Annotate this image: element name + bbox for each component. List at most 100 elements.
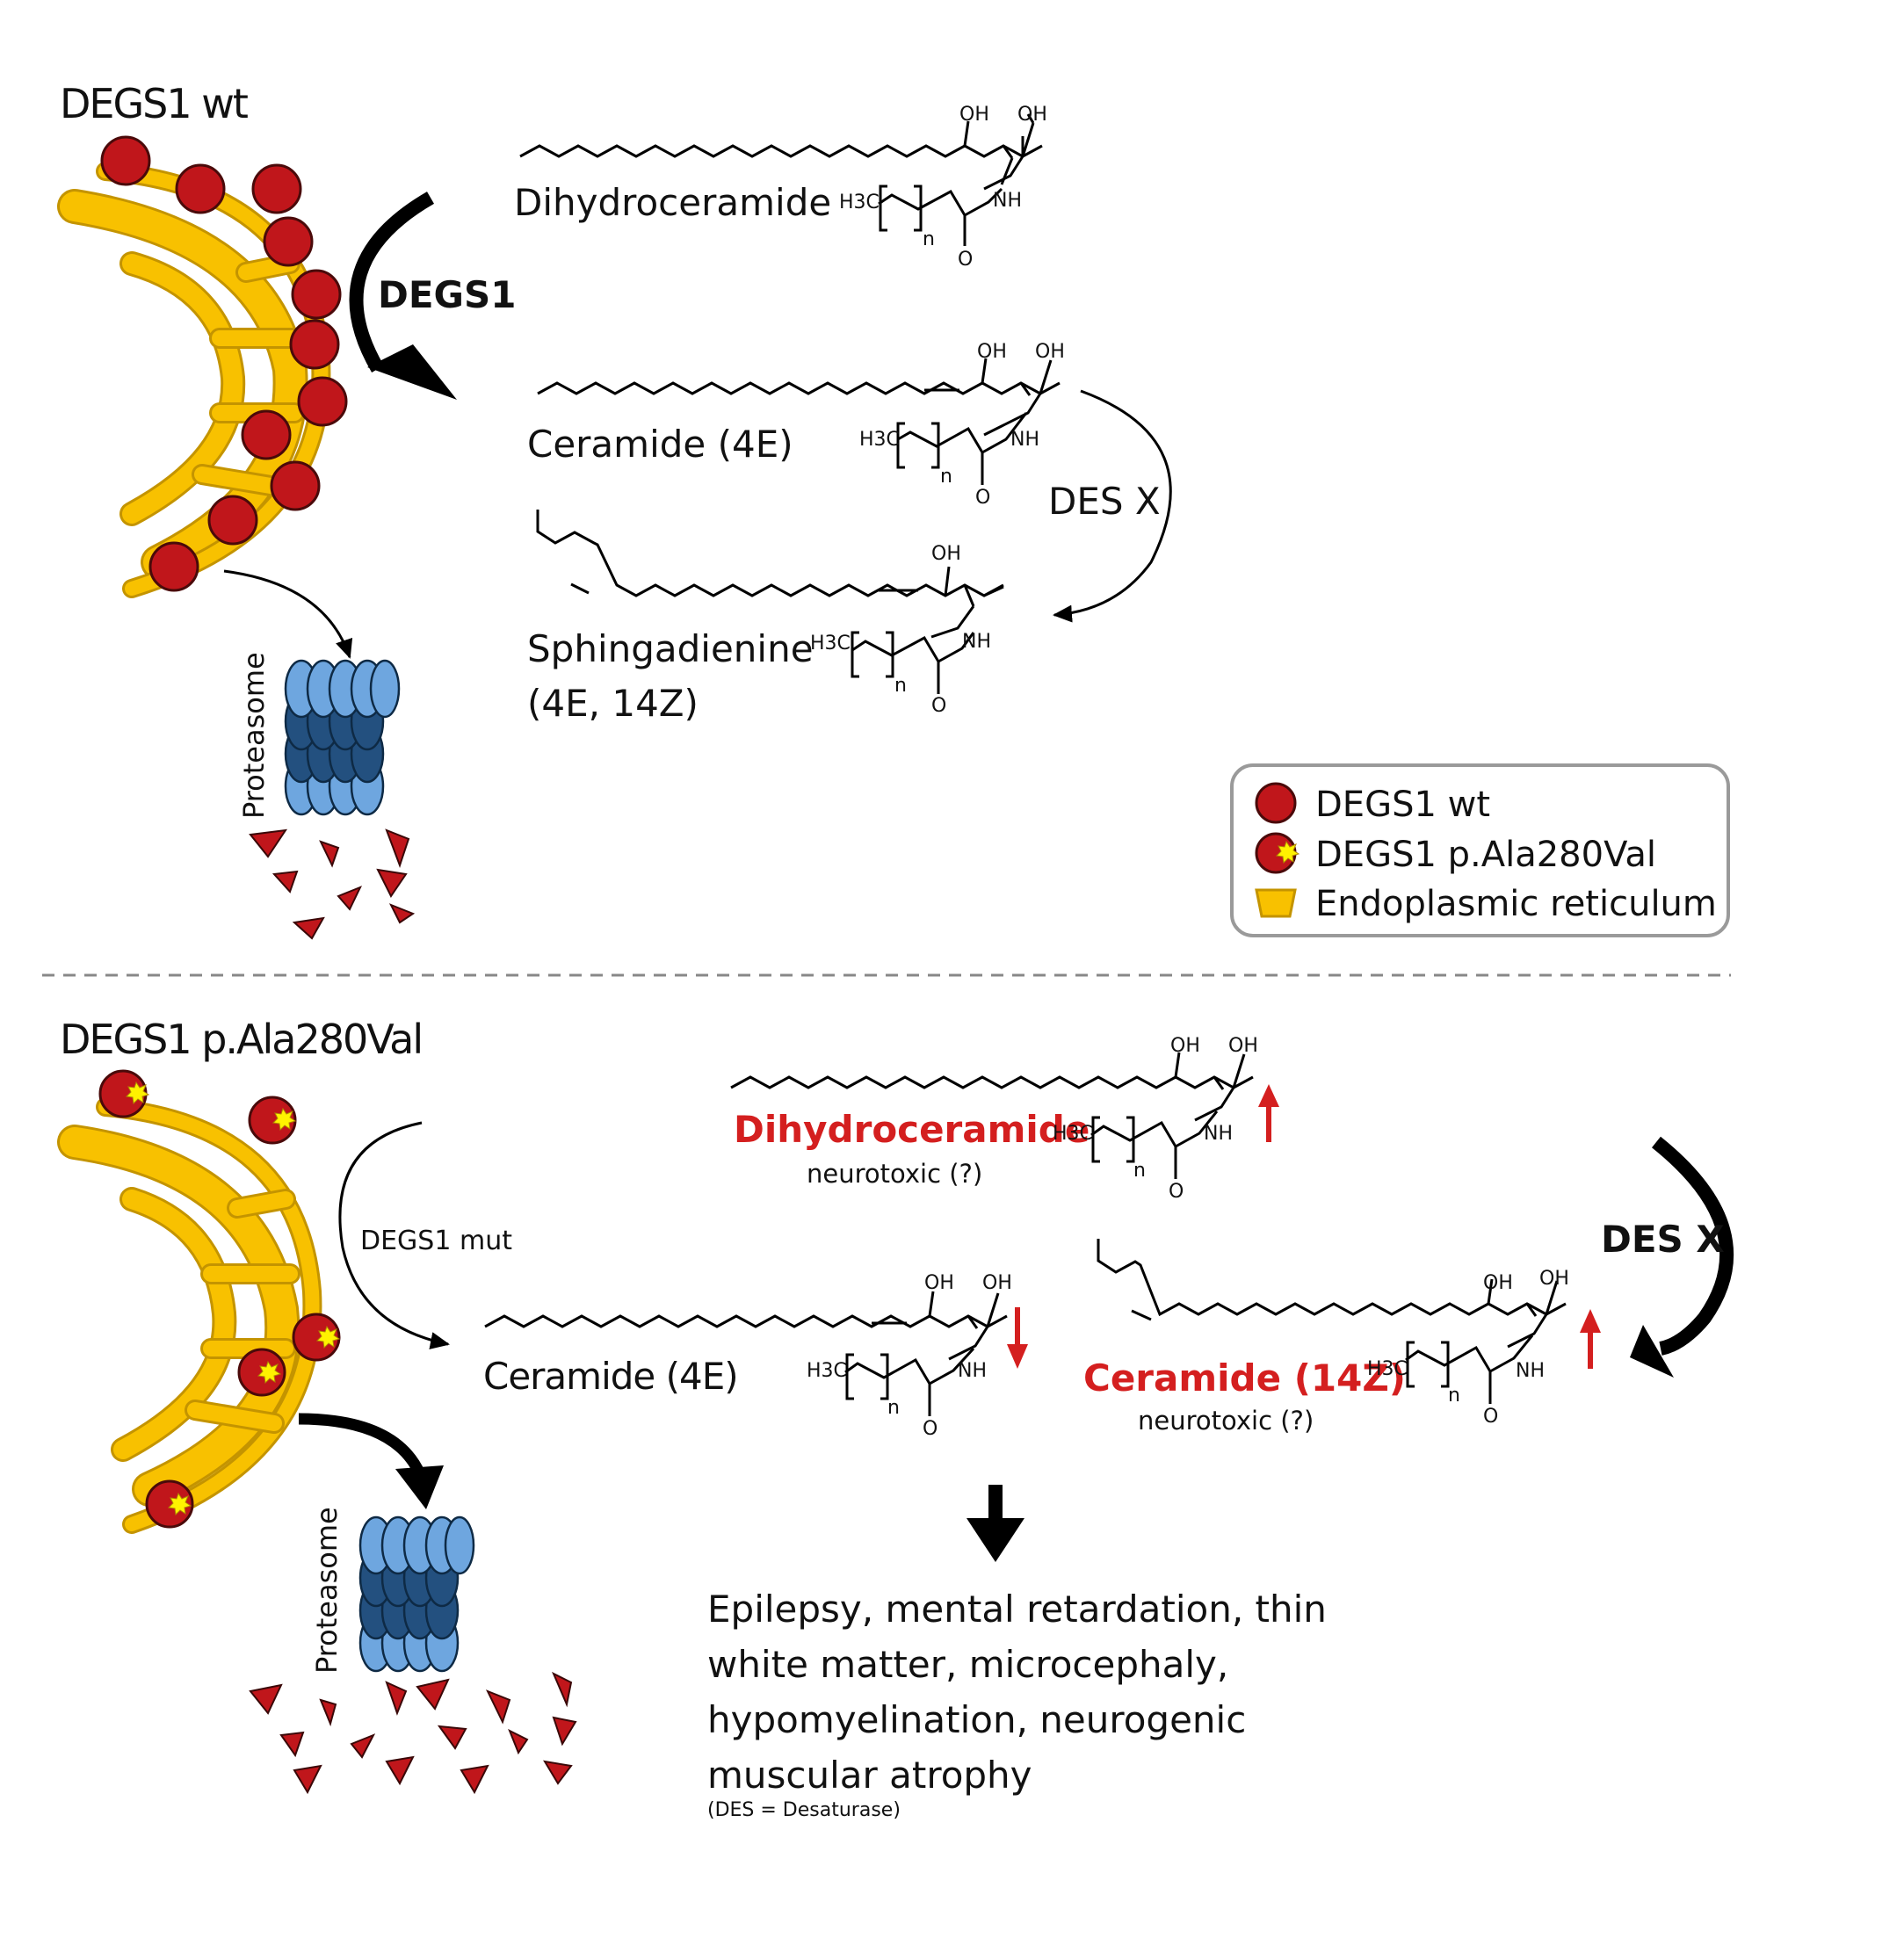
degs1-wt-protein xyxy=(100,135,151,186)
nh-label: NH xyxy=(1516,1360,1545,1382)
degs1-mut-protein xyxy=(248,1096,297,1145)
oh-label: OH xyxy=(1017,104,1047,126)
legend-item-er: Endoplasmic reticulum xyxy=(1249,879,1724,925)
legend-label: Endoplasmic reticulum xyxy=(1315,884,1717,924)
n-subscript: n xyxy=(894,675,907,697)
proteasome-bottom-icon xyxy=(358,1515,475,1673)
n-subscript: n xyxy=(940,466,952,488)
degs1-mut-protein xyxy=(145,1479,194,1529)
h3c-label: H3C xyxy=(807,1360,847,1382)
degs1-mut-proteins xyxy=(98,1069,341,1529)
n-subscript: n xyxy=(887,1397,900,1419)
oh-label: OH xyxy=(1035,341,1065,363)
degs1-mut-arrow xyxy=(338,1121,450,1349)
dihydroceramide-structure-bottom xyxy=(730,1052,1254,1179)
ceramide-4e-structure-top xyxy=(537,358,1061,485)
o-label: O xyxy=(923,1418,938,1440)
oh-label: OH xyxy=(1539,1268,1569,1290)
proteasome-top-icon xyxy=(284,659,401,816)
arrow-to-proteasome-bottom xyxy=(298,1413,425,1477)
desx-label-top: DES X xyxy=(1048,480,1161,523)
n-subscript: n xyxy=(923,228,935,250)
sphingadienine-structure xyxy=(536,510,1004,694)
er-bottom xyxy=(57,1097,322,1534)
red-circle-icon xyxy=(1255,782,1297,824)
degs1-wt-protein xyxy=(148,541,199,592)
mut-section-title: DEGS1 p.Ala280Val xyxy=(60,1016,424,1063)
oh-label: OH xyxy=(959,104,989,126)
red-circle-with-star-icon xyxy=(1255,832,1300,874)
ceramide-4e-label-bottom: Ceramide (4E) xyxy=(483,1355,739,1398)
legend: DEGS1 wt DEGS1 p.Ala280Val Endoplasmic r… xyxy=(1230,763,1730,937)
yellow-er-shape-icon xyxy=(1255,888,1297,918)
decrease-arrow-ceramide-4e xyxy=(1007,1307,1028,1369)
dihydroceramide-label-bottom: Dihydroceramide xyxy=(734,1108,1090,1151)
h3c-label: H3C xyxy=(810,633,851,655)
degs1-mut-protein xyxy=(292,1313,341,1362)
degs1-wt-protein xyxy=(175,163,226,214)
oh-label: OH xyxy=(924,1272,954,1294)
arrow-to-proteasome-top xyxy=(223,569,353,659)
degs1-wt-protein xyxy=(251,163,302,214)
oh-label: OH xyxy=(1483,1272,1513,1294)
protein-fragments-bottom xyxy=(249,1671,577,1795)
oh-label: OH xyxy=(931,543,961,565)
desx-arrow-top xyxy=(1053,389,1172,623)
dihydroceramide-note: neurotoxic (?) xyxy=(807,1159,983,1189)
des-footnote: (DES = Desaturase) xyxy=(707,1799,901,1821)
oh-label: OH xyxy=(1228,1035,1258,1057)
ceramide-4e-label-top: Ceramide (4E) xyxy=(527,423,793,466)
desx-arrow-bottom xyxy=(1652,1136,1734,1356)
ceramide-14z-note: neurotoxic (?) xyxy=(1138,1406,1314,1436)
outcome-arrow xyxy=(966,1485,1024,1562)
degs1-wt-protein xyxy=(291,269,342,320)
ceramide-14z-label: Ceramide (14Z) xyxy=(1083,1356,1406,1400)
nh-label: NH xyxy=(962,631,991,653)
legend-label: DEGS1 p.Ala280Val xyxy=(1315,835,1656,875)
protein-fragments-top xyxy=(249,828,416,940)
n-subscript: n xyxy=(1133,1160,1146,1182)
oh-label: OH xyxy=(982,1272,1012,1294)
legend-item-degs1-wt: DEGS1 wt xyxy=(1249,780,1724,826)
clinical-outcome: Epilepsy, mental retardation, thin white… xyxy=(707,1588,1327,1797)
o-label: O xyxy=(958,249,974,271)
degs1-wt-proteins xyxy=(100,135,348,592)
sphingadienine-label-line1: Sphingadienine xyxy=(527,627,814,670)
proteasome-label-top: Proteasome xyxy=(237,652,271,819)
desx-arrowhead-bottom xyxy=(1630,1325,1674,1378)
dihydroceramide-structure-top xyxy=(519,113,1043,246)
nh-label: NH xyxy=(958,1360,987,1382)
ceramide-4e-structure-bottom xyxy=(484,1291,1008,1416)
degs1-wt-protein xyxy=(297,376,348,427)
proteasome-label-bottom: Proteasome xyxy=(310,1507,344,1674)
desx-label-bottom: DES X xyxy=(1601,1218,1725,1261)
nh-label: NH xyxy=(1010,429,1039,451)
legend-label: DEGS1 wt xyxy=(1315,785,1491,825)
wt-section-title: DEGS1 wt xyxy=(60,80,249,127)
degs1-arrowhead xyxy=(367,344,457,400)
degs1-enzyme-label: DEGS1 xyxy=(378,273,517,316)
h3c-label: H3C xyxy=(1053,1123,1093,1145)
degs1-wt-protein xyxy=(289,319,340,370)
arrowhead-proteasome-bottom xyxy=(395,1465,444,1509)
increase-arrow-ceramide-14z xyxy=(1580,1309,1601,1369)
nh-label: NH xyxy=(1204,1123,1233,1145)
o-label: O xyxy=(931,695,947,717)
n-subscript: n xyxy=(1448,1385,1460,1407)
legend-item-degs1-mut: DEGS1 p.Ala280Val xyxy=(1249,830,1724,876)
increase-arrow-dihydroceramide xyxy=(1258,1084,1279,1142)
oh-label: OH xyxy=(977,341,1007,363)
h3c-label: H3C xyxy=(859,429,900,451)
h3c-label: H3C xyxy=(1367,1358,1408,1380)
o-label: O xyxy=(975,487,991,509)
nh-label: NH xyxy=(993,190,1022,212)
degs1-wt-protein xyxy=(207,495,258,546)
degs1-wt-protein xyxy=(263,216,314,267)
degs1-wt-protein xyxy=(270,460,321,511)
oh-label: OH xyxy=(1170,1035,1200,1057)
ceramide-14z-structure xyxy=(1097,1239,1567,1404)
degs1-mut-label: DEGS1 mut xyxy=(360,1226,512,1256)
h3c-label: H3C xyxy=(839,192,880,213)
o-label: O xyxy=(1483,1406,1499,1428)
